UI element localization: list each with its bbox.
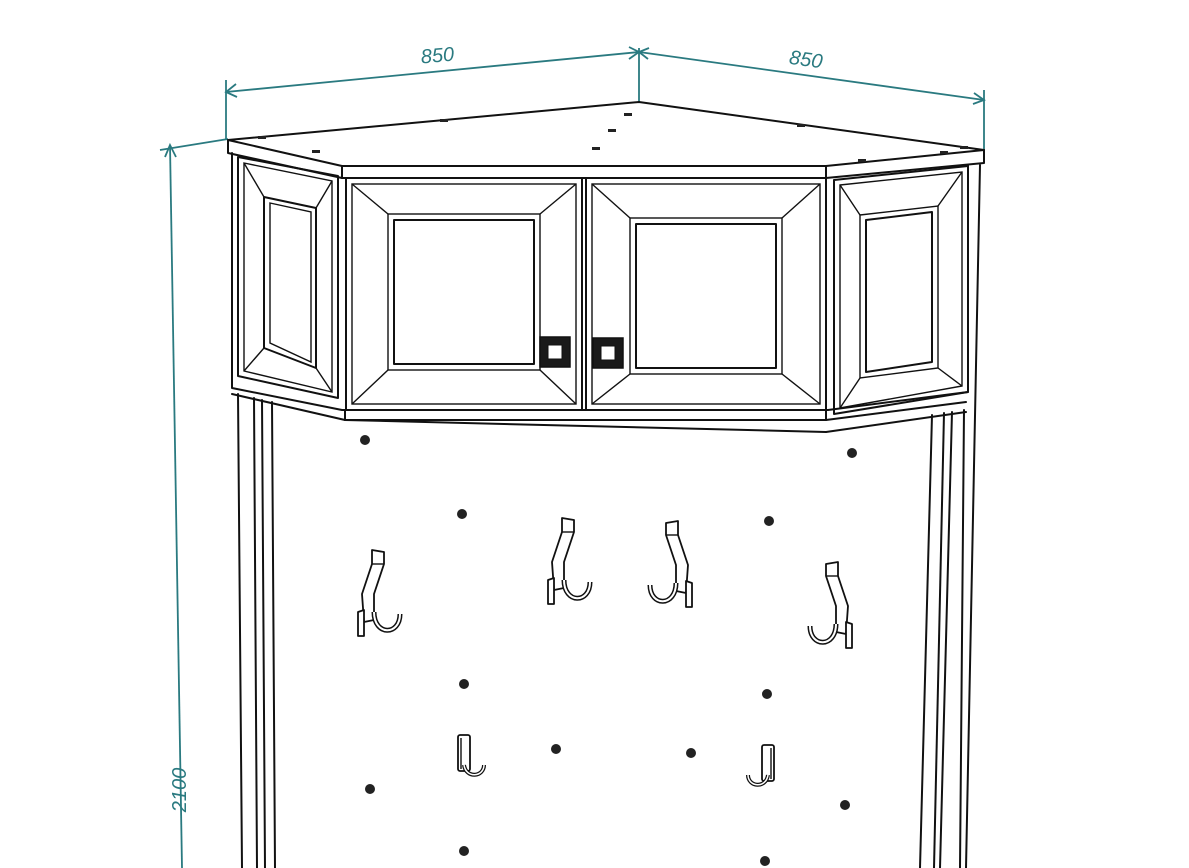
small-hook-1 [456, 733, 486, 777]
small-hook-2 [746, 743, 776, 787]
mounting-screws [360, 435, 857, 866]
height-label: 2100 [169, 768, 191, 814]
left-side-door[interactable] [237, 156, 339, 399]
coat-hook-1 [358, 550, 400, 636]
width-left-label: 850 [420, 44, 455, 69]
front-right-door-knob[interactable] [592, 337, 624, 369]
coat-hook-3 [650, 521, 692, 607]
right-side-door[interactable] [833, 165, 969, 415]
front-right-door[interactable] [585, 177, 827, 411]
width-right-label: 850 [788, 47, 824, 73]
left-post [237, 393, 276, 868]
front-left-door[interactable] [345, 177, 583, 411]
dimension-labels: 850 850 2100 [169, 44, 824, 814]
front-left-door-knob[interactable] [539, 336, 571, 368]
coat-hook-4 [810, 562, 852, 648]
cabinet-top [227, 101, 985, 179]
top-dowels [258, 113, 968, 162]
dimension-lines [159, 46, 986, 868]
upper-cabinet [231, 152, 969, 433]
right-post [919, 164, 981, 868]
coat-hook-2 [548, 518, 590, 604]
